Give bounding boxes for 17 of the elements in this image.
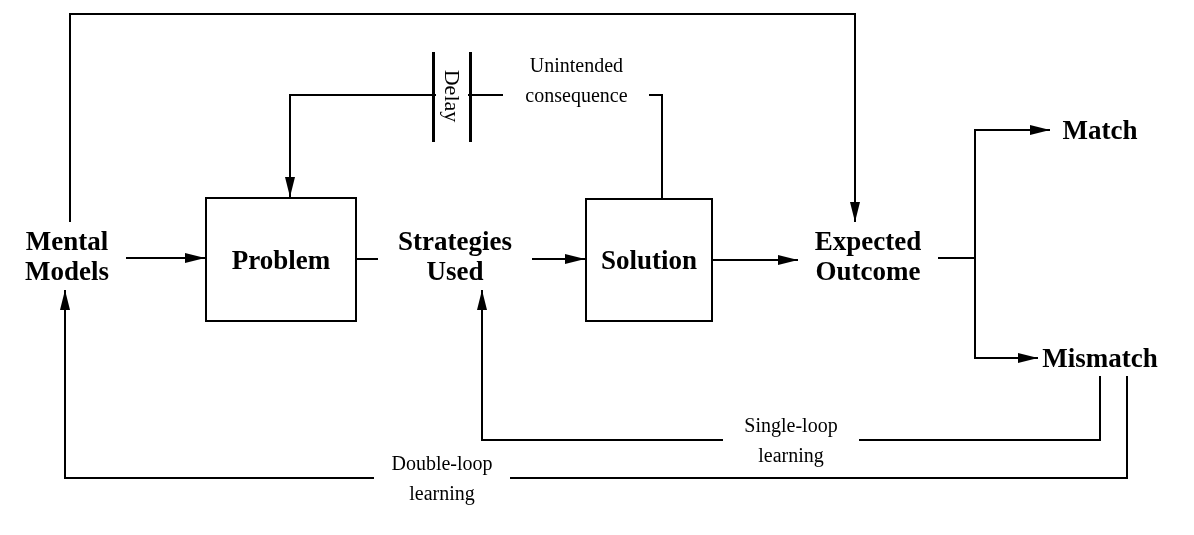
arrow <box>937 257 1039 363</box>
delay-label: Delay <box>438 69 465 123</box>
node-label: Mismatch <box>1038 340 1162 376</box>
node-label: Strategies Used <box>378 222 532 290</box>
node-label: Mental Models <box>8 222 126 290</box>
arrow <box>69 13 860 223</box>
connector-line <box>356 258 379 260</box>
arrow <box>531 254 586 264</box>
node-label: Match <box>1050 112 1150 148</box>
arrow <box>60 289 1128 479</box>
process-box <box>205 197 357 322</box>
box-title: Solution <box>600 245 697 275</box>
process-box <box>585 198 713 322</box>
box-title: Problem <box>231 244 331 275</box>
arrow <box>125 253 206 263</box>
arrow <box>712 255 799 265</box>
node-label: Expected Outcome <box>798 222 938 290</box>
